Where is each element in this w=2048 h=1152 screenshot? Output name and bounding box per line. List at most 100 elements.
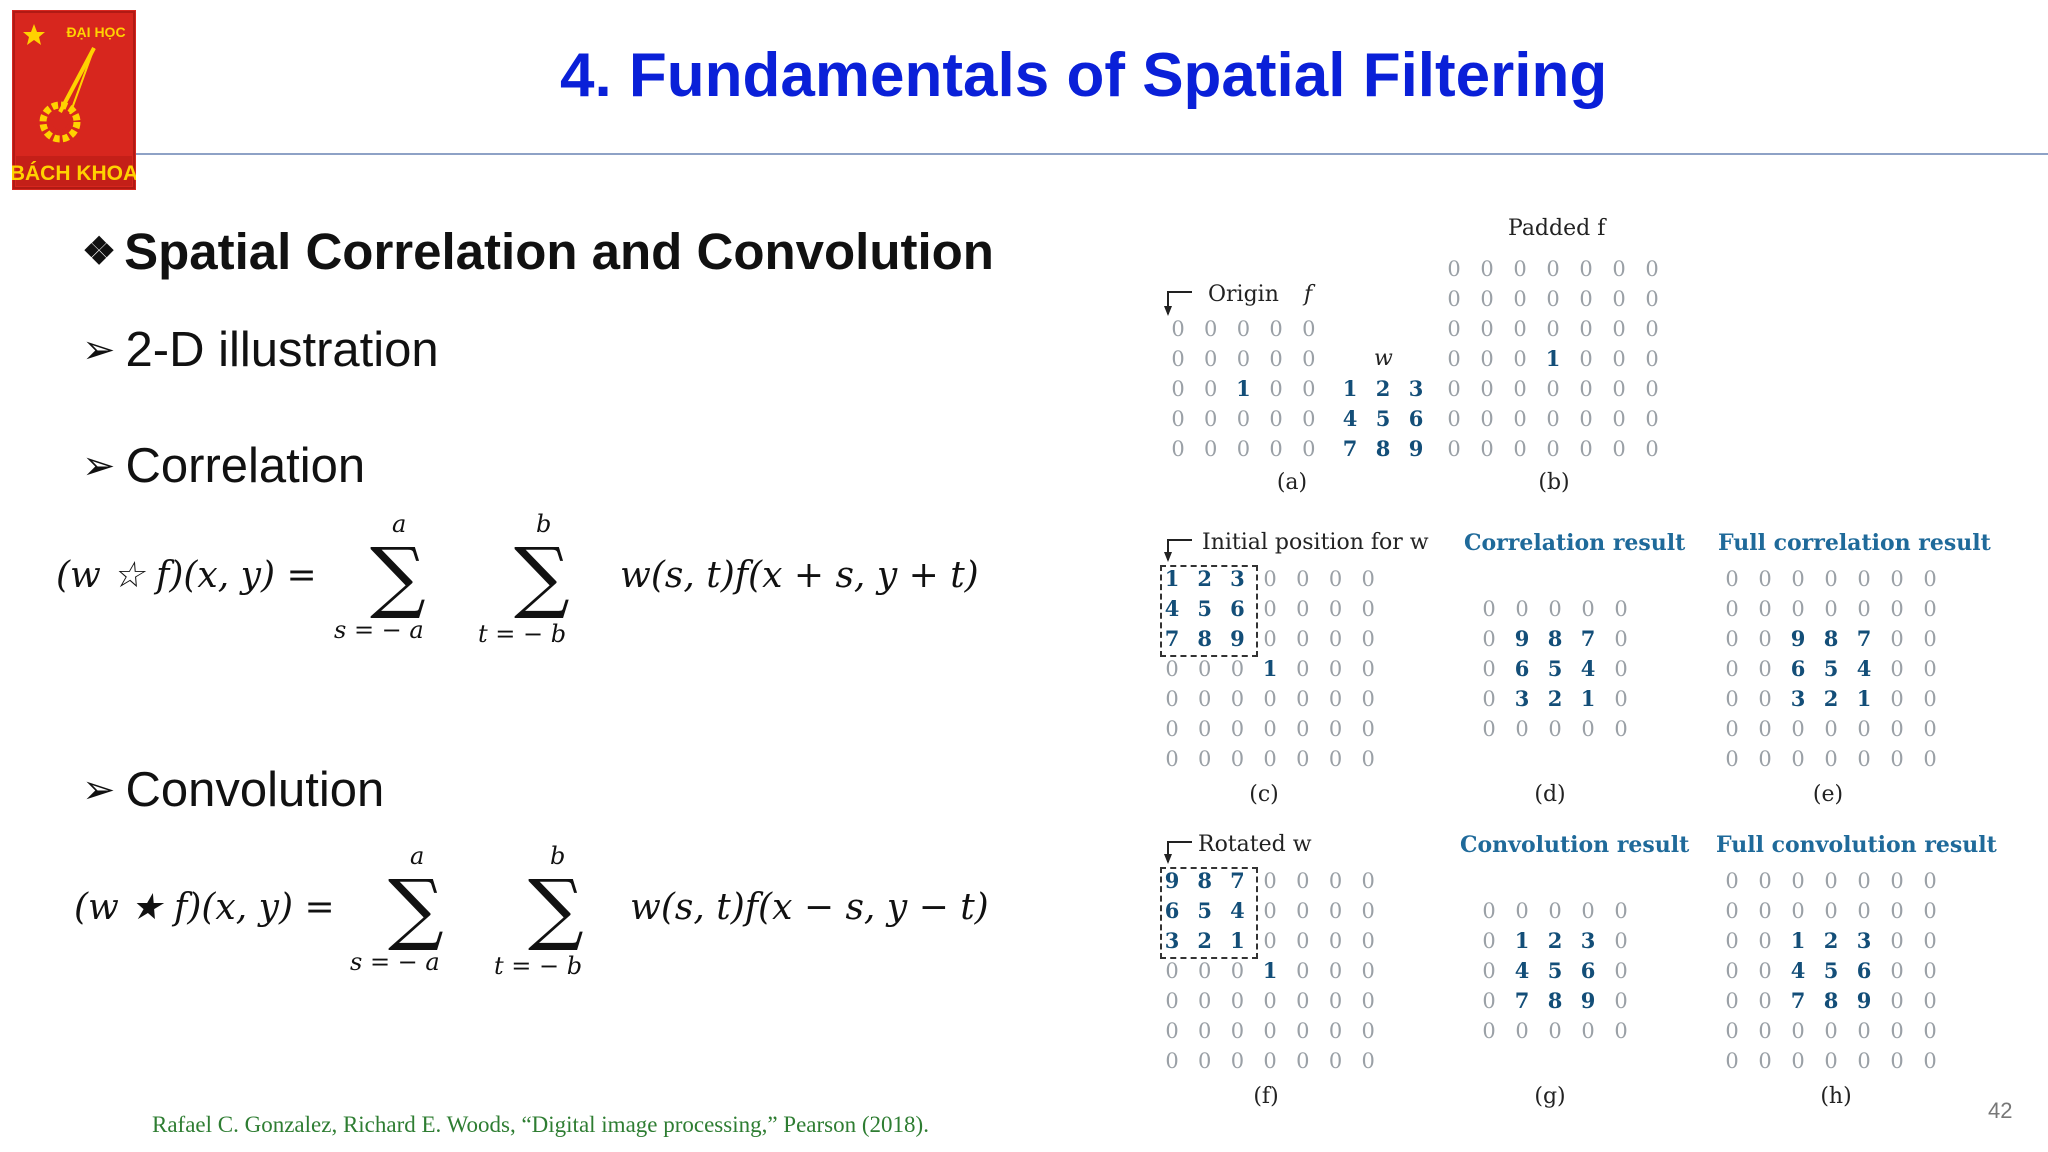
- grid-cell-b: 0: [1612, 377, 1626, 401]
- grid-cell-b: 0: [1645, 347, 1659, 371]
- grid-cell-h: 0: [1758, 1049, 1772, 1073]
- grid-cell-h: 0: [1857, 899, 1871, 923]
- grid-cell-b: 0: [1447, 407, 1461, 431]
- grid-cell-e: 0: [1758, 747, 1772, 771]
- grid-cell-h: 8: [1823, 988, 1839, 1013]
- grid-cell-e: 0: [1923, 567, 1937, 591]
- grid-cell-c: 1: [1164, 566, 1180, 591]
- grid-cell-a-f: 0: [1204, 347, 1218, 371]
- grid-cell-e: 0: [1758, 567, 1772, 591]
- section-heading: ❖ Spatial Correlation and Convolution: [82, 222, 994, 281]
- grid-cell-c: 0: [1361, 657, 1375, 681]
- grid-cell-b: 0: [1480, 437, 1494, 461]
- grid-cell-c: 0: [1263, 747, 1277, 771]
- grid-cell-c: 0: [1165, 747, 1179, 771]
- grid-cell-e: 0: [1890, 567, 1904, 591]
- grid-cell-f: 0: [1263, 899, 1277, 923]
- grid-cell-c: 0: [1165, 687, 1179, 711]
- grid-cell-d: 0: [1482, 687, 1496, 711]
- grid-cell-c: 0: [1198, 717, 1212, 741]
- grid-cell-b: 0: [1513, 437, 1527, 461]
- grid-cell-f: 0: [1165, 989, 1179, 1013]
- grid-cell-e: 5: [1823, 656, 1839, 681]
- grid-cell-e: 3: [1790, 686, 1806, 711]
- grid-cell-e: 0: [1857, 717, 1871, 741]
- grid-cell-e: 0: [1791, 747, 1805, 771]
- grid-cell-c: 5: [1197, 596, 1212, 621]
- grid-cell-d: 0: [1515, 717, 1529, 741]
- caption-f: (f): [1253, 1084, 1279, 1109]
- grid-cell-f: 0: [1165, 959, 1179, 983]
- grid-cell-h: 0: [1758, 989, 1772, 1013]
- caption-a: (a): [1276, 470, 1308, 495]
- origin-pointer-icon: [1164, 291, 1192, 316]
- grid-cell-e: 0: [1791, 567, 1805, 591]
- grid-cell-h: 0: [1824, 1019, 1838, 1043]
- grid-cell-f: 0: [1328, 899, 1343, 923]
- grid-cell-a-f: 0: [1204, 407, 1218, 431]
- grid-cell-h: 0: [1923, 899, 1937, 923]
- grid-cell-f: 0: [1296, 989, 1310, 1013]
- grid-cell-e: 0: [1725, 627, 1739, 651]
- w-label: w: [1374, 346, 1393, 371]
- grid-cell-c: 0: [1296, 567, 1310, 591]
- grid-cell-g: 2: [1547, 928, 1563, 953]
- grid-cell-g: 7: [1514, 988, 1530, 1013]
- grid-cell-f: 0: [1328, 869, 1343, 893]
- grid-cell-b: 0: [1579, 347, 1593, 371]
- grid-cell-b: 0: [1513, 377, 1527, 401]
- grid-cell-c: 3: [1230, 566, 1245, 591]
- grid-cell-c: 8: [1197, 626, 1212, 651]
- kernel-window-outline: [1160, 565, 1258, 657]
- sum-upper-limit: b: [550, 842, 566, 870]
- summation-icon: ∑: [514, 532, 570, 622]
- grid-cell-a-w: 3: [1408, 376, 1424, 401]
- grid-cell-a-f: 0: [1171, 407, 1185, 431]
- origin-pointer-icon: [1164, 539, 1192, 562]
- grid-cell-d: 6: [1514, 656, 1530, 681]
- grid-cell-g: 0: [1482, 899, 1496, 923]
- grid-cell-f: 0: [1230, 959, 1245, 983]
- page-number: 42: [1988, 1098, 2013, 1123]
- grid-cell-c: 0: [1198, 657, 1212, 681]
- grid-cell-g: 0: [1614, 989, 1628, 1013]
- origin-pointer-icon: [1164, 841, 1192, 864]
- formula-rhs: w(s, t)f(x − s, y − t): [630, 887, 989, 928]
- grid-cell-a-f: 0: [1302, 437, 1316, 461]
- grid-cell-g: 8: [1547, 988, 1563, 1013]
- grid-cell-a-f: 0: [1269, 437, 1283, 461]
- grid-cell-e: 0: [1923, 717, 1937, 741]
- sum-lower-limit: s = − a: [334, 616, 424, 644]
- grid-cell-h: 0: [1923, 929, 1937, 953]
- grid-cell-a-w: 1: [1342, 376, 1358, 401]
- grid-cell-b: 0: [1447, 437, 1461, 461]
- grid-cell-g: 0: [1482, 929, 1496, 953]
- grid-cell-f: 0: [1296, 899, 1310, 923]
- grid-cell-b: 0: [1579, 377, 1593, 401]
- grid-cell-f: 4: [1230, 898, 1245, 923]
- caption-e: (e): [1812, 782, 1844, 807]
- grid-cell-g: 6: [1580, 958, 1596, 983]
- grid-cell-a-f: 0: [1269, 317, 1283, 341]
- grid-cell-b: 0: [1546, 407, 1560, 431]
- bullet-convolution: ➢ Convolution: [82, 762, 384, 818]
- grid-cell-h: 0: [1725, 989, 1739, 1013]
- grid-cell-c: 0: [1361, 747, 1375, 771]
- grid-cell-a-f: 0: [1236, 407, 1251, 431]
- grid-cell-b: 0: [1546, 377, 1560, 401]
- grid-cell-h: 0: [1758, 929, 1772, 953]
- grid-cell-c: 0: [1263, 627, 1277, 651]
- grid-cell-h: 9: [1856, 988, 1872, 1013]
- grid-cell-f: 0: [1361, 929, 1375, 953]
- grid-cell-f: 0: [1361, 899, 1375, 923]
- grid-cell-c: 9: [1230, 626, 1245, 651]
- grid-cell-b: 0: [1546, 437, 1560, 461]
- grid-cell-h: 0: [1824, 899, 1838, 923]
- f-label: f: [1304, 282, 1313, 307]
- correlation-result-label: Correlation result: [1464, 530, 1686, 556]
- grid-cell-e: 0: [1923, 657, 1937, 681]
- grid-cell-f: 0: [1328, 1019, 1343, 1043]
- grid-cell-f: 0: [1165, 1049, 1179, 1073]
- grid-cell-f: 0: [1296, 959, 1310, 983]
- grid-cell-a-f: 0: [1171, 377, 1185, 401]
